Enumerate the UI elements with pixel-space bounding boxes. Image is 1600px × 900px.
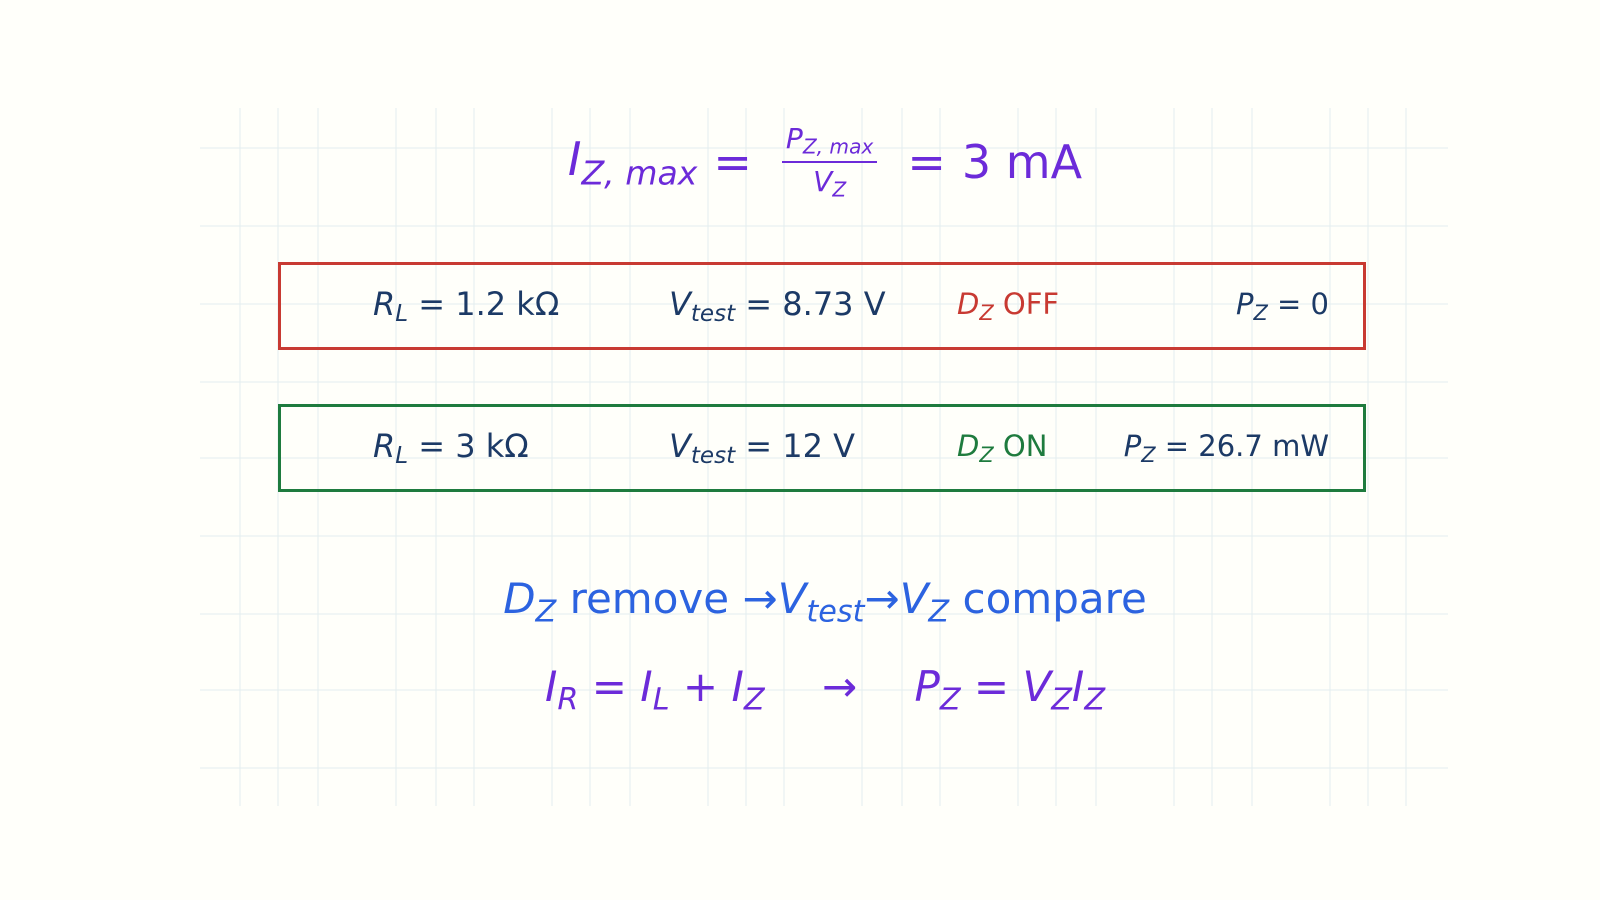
- power-over-voltage-fraction: PZ, max VZ: [781, 122, 878, 201]
- case-box-zener-off: RL = 1.2 kΩ Vtest = 8.73 V DZ OFF PZ = 0: [278, 262, 1366, 350]
- lhs: IZ, max: [567, 131, 698, 192]
- equals-sign: =: [713, 134, 752, 189]
- zener-power: PZ = 26.7 mW: [1123, 429, 1329, 467]
- zener-power: PZ = 0: [1236, 287, 1329, 325]
- case-box-zener-on: RL = 3 kΩ Vtest = 12 V DZ ON PZ = 26.7 m…: [278, 404, 1366, 492]
- test-voltage: Vtest = 8.73 V: [669, 284, 886, 328]
- method-note: DZ remove →Vtest→VZ compare: [503, 574, 1147, 630]
- zener-state: DZ ON: [957, 429, 1048, 467]
- equals-sign-2: =: [907, 134, 946, 189]
- zener-state: DZ OFF: [957, 287, 1060, 325]
- test-voltage: Vtest = 12 V: [669, 426, 856, 470]
- implies-arrow: →: [821, 662, 858, 711]
- zener-max-current-formula: IZ, max = PZ, max VZ = 3 mA: [0, 122, 1600, 201]
- load-resistance: RL = 3 kΩ: [373, 426, 529, 470]
- max-current-result: 3 mA: [961, 134, 1083, 189]
- current-power-relation: IR = IL + IZ → PZ = VZIZ: [544, 662, 1106, 718]
- load-resistance: RL = 1.2 kΩ: [373, 284, 560, 328]
